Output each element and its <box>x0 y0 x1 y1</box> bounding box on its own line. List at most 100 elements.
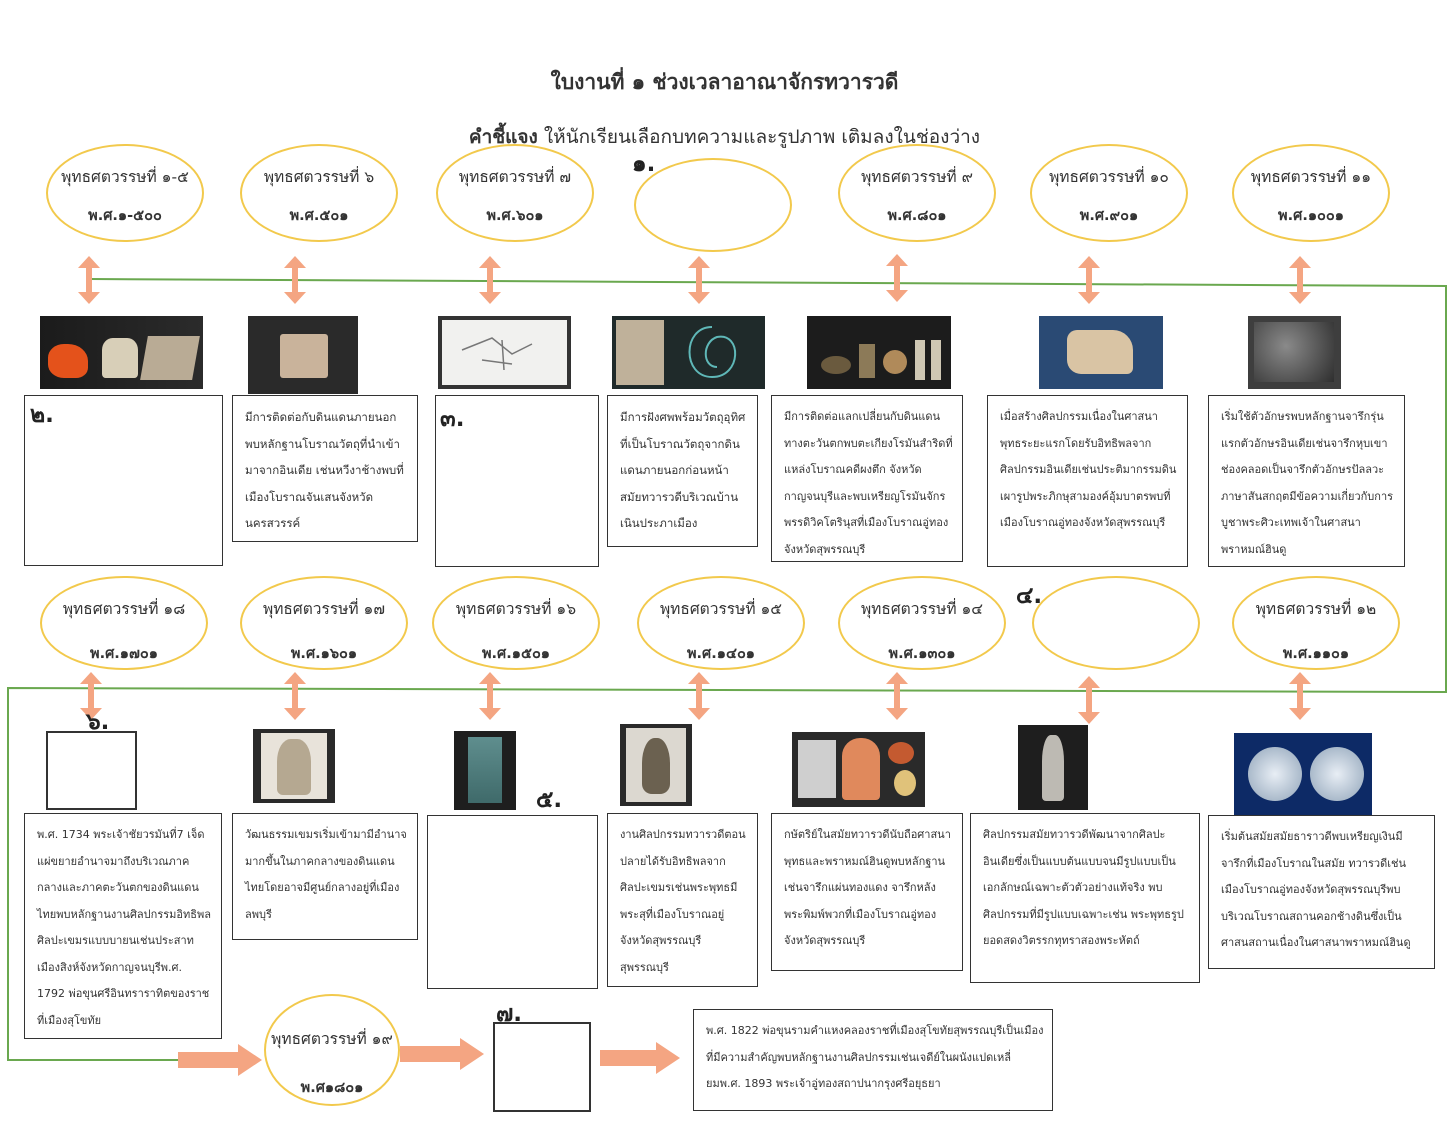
right-arrow <box>178 1044 262 1076</box>
photo-ivory-comb <box>248 316 358 394</box>
description-text: พ.ศ. 1734 พระเจ้าชัยวรมันที่7 เจ็ดแผ่ขยา… <box>37 828 211 1027</box>
oval-period-9: พุทธศตวรรษที่ ๙พ.ศ.๘๐๑ <box>838 144 996 242</box>
blank-box-2[interactable] <box>24 395 223 566</box>
description-text: มีการฝังศพพร้อมวัตถุอุทิศที่เป็นโบราณวัต… <box>620 410 746 530</box>
description-text: ศิลปกรรมสมัยทวารวดีพัฒนาจากศิลปะอินเดียซ… <box>983 828 1184 947</box>
century-label: พุทธศตวรรษที่ ๑๑ <box>1250 168 1372 186</box>
blank-number-6: ๖. <box>86 709 110 735</box>
year-label: พ.ศ.๑๓๐๑ <box>888 646 956 662</box>
text-box-period-11: เริ่มใช้ตัวอักษรพบหลักฐานจารึกรุ่นแรกตัว… <box>1208 395 1405 567</box>
description-text: งานศิลปกรรมทวารวดีตอนปลายได้รับอิทธิพลจา… <box>620 828 746 974</box>
century-label: พุทธศตวรรษที่ ๑๕ <box>659 600 783 618</box>
blank-box-3[interactable] <box>435 395 599 567</box>
text-box-period-20: พ.ศ. 1822 พ่อขุนรามคำแหงคลองราชที่เมืองส… <box>693 1009 1053 1111</box>
photo-silver-coins <box>1234 733 1372 817</box>
worksheet-title: ใบงานที่ ๑ ช่วงเวลาอาณาจักรทวารวดี <box>550 70 899 94</box>
photo-burial-beads <box>612 316 765 389</box>
blank-number-1: ๑. <box>632 151 656 177</box>
double-arrow <box>886 254 908 302</box>
text-box-period-10: เมื่อสร้างศิลปกรรมเนื่องในศาสนาพุทธระยะแ… <box>987 395 1188 567</box>
year-label: พ.ศ.๑๑๐๑ <box>1282 646 1350 662</box>
description-text: เริ่มใช้ตัวอักษรพบหลักฐานจารึกรุ่นแรกตัว… <box>1221 410 1394 556</box>
blank-number-3: ๓. <box>440 406 465 432</box>
century-label: พุทธศตวรรษที่ ๑๘ <box>62 600 186 618</box>
blank-number-5: ๕. <box>536 787 563 813</box>
double-arrow <box>886 672 908 720</box>
century-label: พุทธศตวรรษที่ ๑๙ <box>271 1030 393 1048</box>
description-text: มีการติดต่อกับดินแดนภายนอก พบหลักฐานโบรา… <box>245 410 404 530</box>
description-text: วัฒนธรรมเขมรเริ่มเข้ามามีอำนาจมากขึ้นในภ… <box>245 828 407 921</box>
year-label: พ.ศ.๕๐๑ <box>289 208 349 224</box>
blank-number-4: ๔. <box>1016 583 1043 609</box>
instruction-label: คำชี้แจง <box>468 126 538 148</box>
year-label: พ.ศ.๑๕๐๑ <box>481 646 550 662</box>
year-label: พ.ศ.๑๗๐๑ <box>90 646 158 662</box>
century-label: พุทธศตวรรษที่ ๗ <box>458 168 572 186</box>
text-box-period-15: งานศิลปกรรมทวารวดีตอนปลายได้รับอิทธิพลจา… <box>607 813 758 987</box>
text-box-period-17: วัฒนธรรมเขมรเริ่มเข้ามามีอำนาจมากขึ้นในภ… <box>232 813 418 940</box>
oval-period-12: พุทธศตวรรษที่ ๑๒พ.ศ.๑๑๐๑ <box>1232 576 1400 670</box>
double-arrow <box>1078 676 1100 724</box>
description-text: เริ่มต้นสมัยสมัยธาราวดีพบเหรียญเงินมีจาร… <box>1221 830 1411 949</box>
oval-blank-4[interactable] <box>1032 576 1200 670</box>
text-box-period-13: ศิลปกรรมสมัยทวารวดีพัฒนาจากศิลปะอินเดียซ… <box>970 813 1200 983</box>
oval-period-11: พุทธศตวรรษที่ ๑๑พ.ศ.๑๐๐๑ <box>1232 144 1390 242</box>
instruction-text: ให้นักเรียนเลือกบทความและรูปภาพ เติมลงใน… <box>537 126 981 148</box>
oval-period-14: พุทธศตวรรษที่ ๑๔พ.ศ.๑๓๐๑ <box>838 576 1006 670</box>
oval-period-1-5: พุทธศตวรรษที่ ๑-๕พ.ศ.๑-๕๐๐ <box>46 144 204 242</box>
blank-box-5[interactable] <box>427 815 598 989</box>
double-arrow <box>284 672 306 720</box>
oval-period-16: พุทธศตวรรษที่ ๑๖พ.ศ.๑๕๐๑ <box>432 576 600 670</box>
photo-stone-slab <box>454 731 516 810</box>
photo-copper-inscription <box>792 732 925 807</box>
century-label: พุทธศตวรรษที่ ๙ <box>861 168 973 186</box>
oval-period-10: พุทธศตวรรษที่ ๑๐พ.ศ.๙๐๑ <box>1030 144 1188 242</box>
blank-box-7[interactable] <box>493 1022 591 1112</box>
double-arrow <box>1078 256 1100 304</box>
description-text: พ.ศ. 1822 พ่อขุนรามคำแหงคลองราชที่เมืองส… <box>706 1024 1044 1090</box>
photo-artifacts-carnelian <box>40 316 203 389</box>
photo-standing-buddha <box>1018 725 1088 810</box>
text-box-period-8: มีการฝังศพพร้อมวัตถุอุทิศที่เป็นโบราณวัต… <box>607 395 758 547</box>
blank-image-box-6[interactable] <box>46 731 137 810</box>
century-label: พุทธศตวรรษที่ ๑๔ <box>860 600 984 618</box>
double-arrow <box>688 256 710 304</box>
double-arrow <box>1289 672 1311 720</box>
year-label: พ.ศ.๑๖๐๑ <box>290 646 358 662</box>
century-label: พุทธศตวรรษที่ ๑๗ <box>262 600 385 618</box>
oval-blank-1[interactable] <box>634 158 792 252</box>
oval-period-19: พุทธศตวรรษที่ ๑๙พ.ศ๑๘๐๑ <box>264 994 400 1106</box>
photo-terracotta-monks <box>1039 316 1163 389</box>
century-label: พุทธศตวรรษที่ ๑๒ <box>1255 600 1377 618</box>
double-arrow <box>1289 256 1311 304</box>
photo-inscription-stone <box>1248 316 1341 389</box>
blank-number-2: ๒. <box>30 402 54 428</box>
century-label: พุทธศตวรรษที่ ๑-๕ <box>61 168 189 186</box>
text-box-period-14: กษัตริย์ในสมัยทวารวดีนับถือศาสนาพุทธและพ… <box>771 813 963 971</box>
oval-period-15: พุทธศตวรรษที่ ๑๕พ.ศ.๑๔๐๑ <box>637 576 805 670</box>
photo-roman-lamp-coin <box>807 316 951 389</box>
oval-period-6: พุทธศตวรรษที่ ๖พ.ศ.๕๐๑ <box>240 144 398 242</box>
oval-period-7: พุทธศตวรรษที่ ๗พ.ศ.๖๐๑ <box>436 144 594 242</box>
right-arrow <box>400 1038 484 1070</box>
timeline-path <box>7 278 1447 1061</box>
year-label: พ.ศ.๑๔๐๑ <box>686 646 755 662</box>
oval-period-18: พุทธศตวรรษที่ ๑๘พ.ศ.๑๗๐๑ <box>40 576 208 670</box>
year-label: พ.ศ.๘๐๑ <box>887 208 947 224</box>
year-label: พ.ศ๑๘๐๑ <box>300 1080 364 1096</box>
year-label: พ.ศ.๑-๕๐๐ <box>88 208 162 224</box>
description-text: เมื่อสร้างศิลปกรรมเนื่องในศาสนาพุทธระยะแ… <box>1000 410 1177 529</box>
oval-period-17: พุทธศตวรรษที่ ๑๗พ.ศ.๑๖๐๑ <box>240 576 408 670</box>
description-text: กษัตริย์ในสมัยทวารวดีนับถือศาสนาพุทธและพ… <box>784 828 951 947</box>
text-box-period-9: มีการติดต่อแลกเปลี่ยนกับดินแดนทางตะวันตก… <box>771 395 963 562</box>
year-label: พ.ศ.๙๐๑ <box>1079 208 1139 224</box>
photo-buddha-statue <box>620 724 692 806</box>
century-label: พุทธศตวรรษที่ ๑๖ <box>455 600 577 618</box>
century-label: พุทธศตวรรษที่ ๖ <box>263 168 375 186</box>
double-arrow <box>688 672 710 720</box>
century-label: พุทธศตวรรษที่ ๑๐ <box>1049 168 1169 186</box>
text-box-period-6: มีการติดต่อกับดินแดนภายนอก พบหลักฐานโบรา… <box>232 395 418 542</box>
year-label: พ.ศ.๑๐๐๑ <box>1278 208 1344 224</box>
double-arrow <box>479 256 501 304</box>
